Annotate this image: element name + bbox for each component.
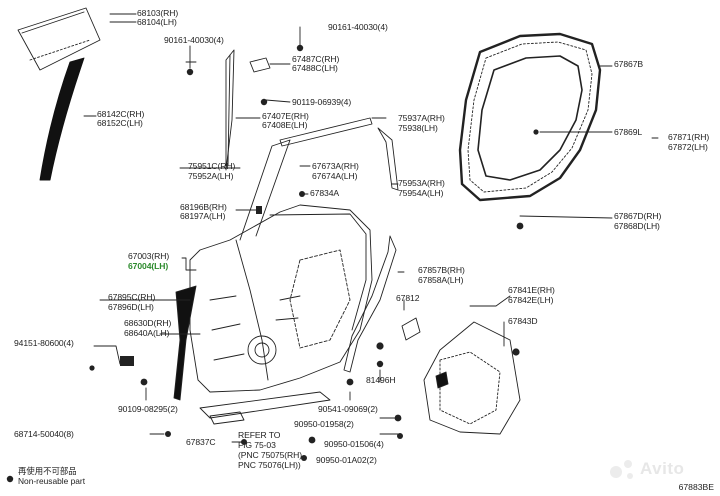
part-label: 67408E(LH) [262, 120, 308, 130]
avito-logo-icon [610, 460, 633, 479]
part-label: 90541-09069(2) [318, 404, 378, 414]
part-label: 75954A(LH) [398, 188, 444, 198]
rear-seal [343, 235, 397, 373]
lower-end-piece [209, 411, 245, 425]
part-label: 67487C(RH) [292, 54, 340, 64]
part-label: 68103(RH) [137, 8, 179, 18]
part-label: 67842E(LH) [508, 295, 554, 305]
leader-67867d [519, 215, 613, 219]
reference-note-line1: REFER TO [238, 430, 281, 440]
leader-90119 [265, 99, 291, 103]
fasteners [89, 44, 539, 461]
part-label: 67407E(RH) [262, 111, 309, 121]
lower-molding [199, 391, 331, 419]
part-label: 67841E(RH) [508, 285, 555, 295]
leader-67841 [469, 295, 511, 307]
leader-68103 [109, 13, 137, 23]
part-label: 67857B(RH) [418, 265, 465, 275]
part-label: 67858A(LH) [418, 275, 464, 285]
part-label: 68630D(RH) [124, 318, 172, 328]
part-label: 90950-01A02(2) [316, 455, 377, 465]
part-label: 90161-40030(4) [164, 35, 224, 45]
part-label: 67674A(LH) [312, 171, 358, 181]
door-shell [189, 204, 373, 393]
glass-run-channel [39, 57, 85, 181]
part-label: 90161-40030(4) [328, 22, 388, 32]
part-label: 68640A(LH) [124, 328, 170, 338]
part-label: 75953A(RH) [398, 178, 445, 188]
weatherstrip-67895 [173, 285, 197, 401]
part-label: 68197A(LH) [180, 211, 226, 221]
leader-90950 [379, 417, 399, 435]
figure-code: 67883BE [678, 482, 714, 492]
legend-label-en: Non-reusable part [18, 476, 86, 486]
reference-note-line4: PNC 75076(LH)) [238, 460, 301, 470]
part-label: 90109-08295(2) [118, 404, 178, 414]
part-label: 81496H [366, 375, 396, 385]
belt-weatherstrip [377, 127, 399, 191]
leader-90161a [185, 45, 197, 69]
door-glass [17, 7, 101, 71]
part-label: 68152C(LH) [97, 118, 143, 128]
avito-watermark-text: Avito [640, 459, 685, 478]
door-trim-panel [423, 321, 521, 435]
reference-note-line2: FIG 75-03 [238, 440, 276, 450]
part-label: 75951C(RH) [188, 161, 236, 171]
part-label: 67488C(LH) [292, 63, 338, 73]
part-label: 75937A(RH) [398, 113, 445, 123]
bracket-67487 [249, 57, 271, 73]
part-label: 67837C [186, 437, 216, 447]
window-frame [239, 139, 291, 241]
part-label: 67869L [614, 127, 643, 137]
part-label: 67834A [310, 188, 340, 198]
part-label: 67867D(RH) [614, 211, 662, 221]
part-label: 67812 [396, 293, 420, 303]
part-label: 67895C(RH) [108, 292, 156, 302]
part-label: 67673A(RH) [312, 161, 359, 171]
part-label-highlighted: 67004(LH) [128, 261, 169, 271]
part-label: 67896D(LH) [108, 302, 154, 312]
part-label: 75952A(LH) [188, 171, 234, 181]
part-label: 67872(LH) [668, 142, 708, 152]
belt-molding [279, 117, 373, 147]
part-label: 68104(LH) [137, 17, 177, 27]
part-label: 75938(LH) [398, 123, 438, 133]
part-label: 90950-01506(4) [324, 439, 384, 449]
legend-label-jp: 再使用不可部品 [18, 466, 77, 476]
leader-94151 [93, 345, 121, 365]
non-reusable-legend-icon [6, 475, 14, 483]
opening-weatherstrip [458, 32, 602, 202]
part-label: 68142C(RH) [97, 109, 145, 119]
part-label: 68714-50040(8) [14, 429, 74, 439]
part-label: 67868D(LH) [614, 221, 660, 231]
part-label: 94151-80600(4) [14, 338, 74, 348]
part-label: 90119-06939(4) [292, 97, 352, 107]
division-bar [225, 49, 235, 171]
part-label: 67843D [508, 316, 538, 326]
part-label: 67867B [614, 59, 644, 69]
part-label: 67003(RH) [128, 251, 170, 261]
reference-note-line3: (PNC 75075(RH) [238, 450, 303, 460]
leader-67003 [181, 257, 197, 271]
part-label: 68196B(RH) [180, 202, 227, 212]
cover-67812 [401, 317, 421, 341]
part-label: 90950-01958(2) [294, 419, 354, 429]
part-label: 67871(RH) [668, 132, 710, 142]
